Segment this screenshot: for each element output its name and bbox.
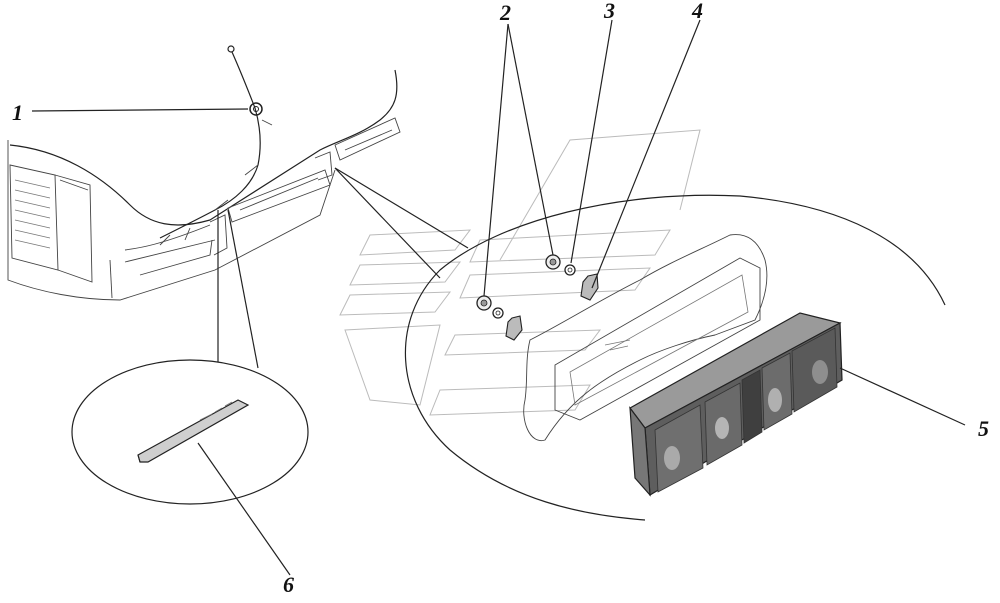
washer-part-3a (492, 307, 504, 319)
detail-zoom-circle-6 (71, 209, 309, 505)
fastener-nut-2a (476, 295, 492, 311)
callout-label-2: 2 (499, 0, 511, 25)
washer-part-3b (564, 264, 576, 276)
tail-lamp-part-5 (629, 312, 843, 497)
clip-part-6 (137, 399, 250, 463)
callout-label-3: 3 (603, 0, 615, 23)
detail-zoom-arc (334, 167, 946, 521)
callout-label-1: 1 (12, 100, 23, 125)
callout-label-5: 5 (978, 416, 989, 441)
bracket-part-4a (505, 315, 523, 341)
lamp-housing-cutout (523, 234, 768, 441)
fastener-nut-2b (545, 254, 561, 270)
callout-label-6: 6 (283, 572, 294, 597)
car-rear-body (7, 45, 401, 301)
leader-lines (31, 19, 966, 576)
watermark-logo (339, 129, 701, 416)
grommet-part-1 (249, 102, 263, 116)
callout-label-4: 4 (691, 0, 703, 23)
